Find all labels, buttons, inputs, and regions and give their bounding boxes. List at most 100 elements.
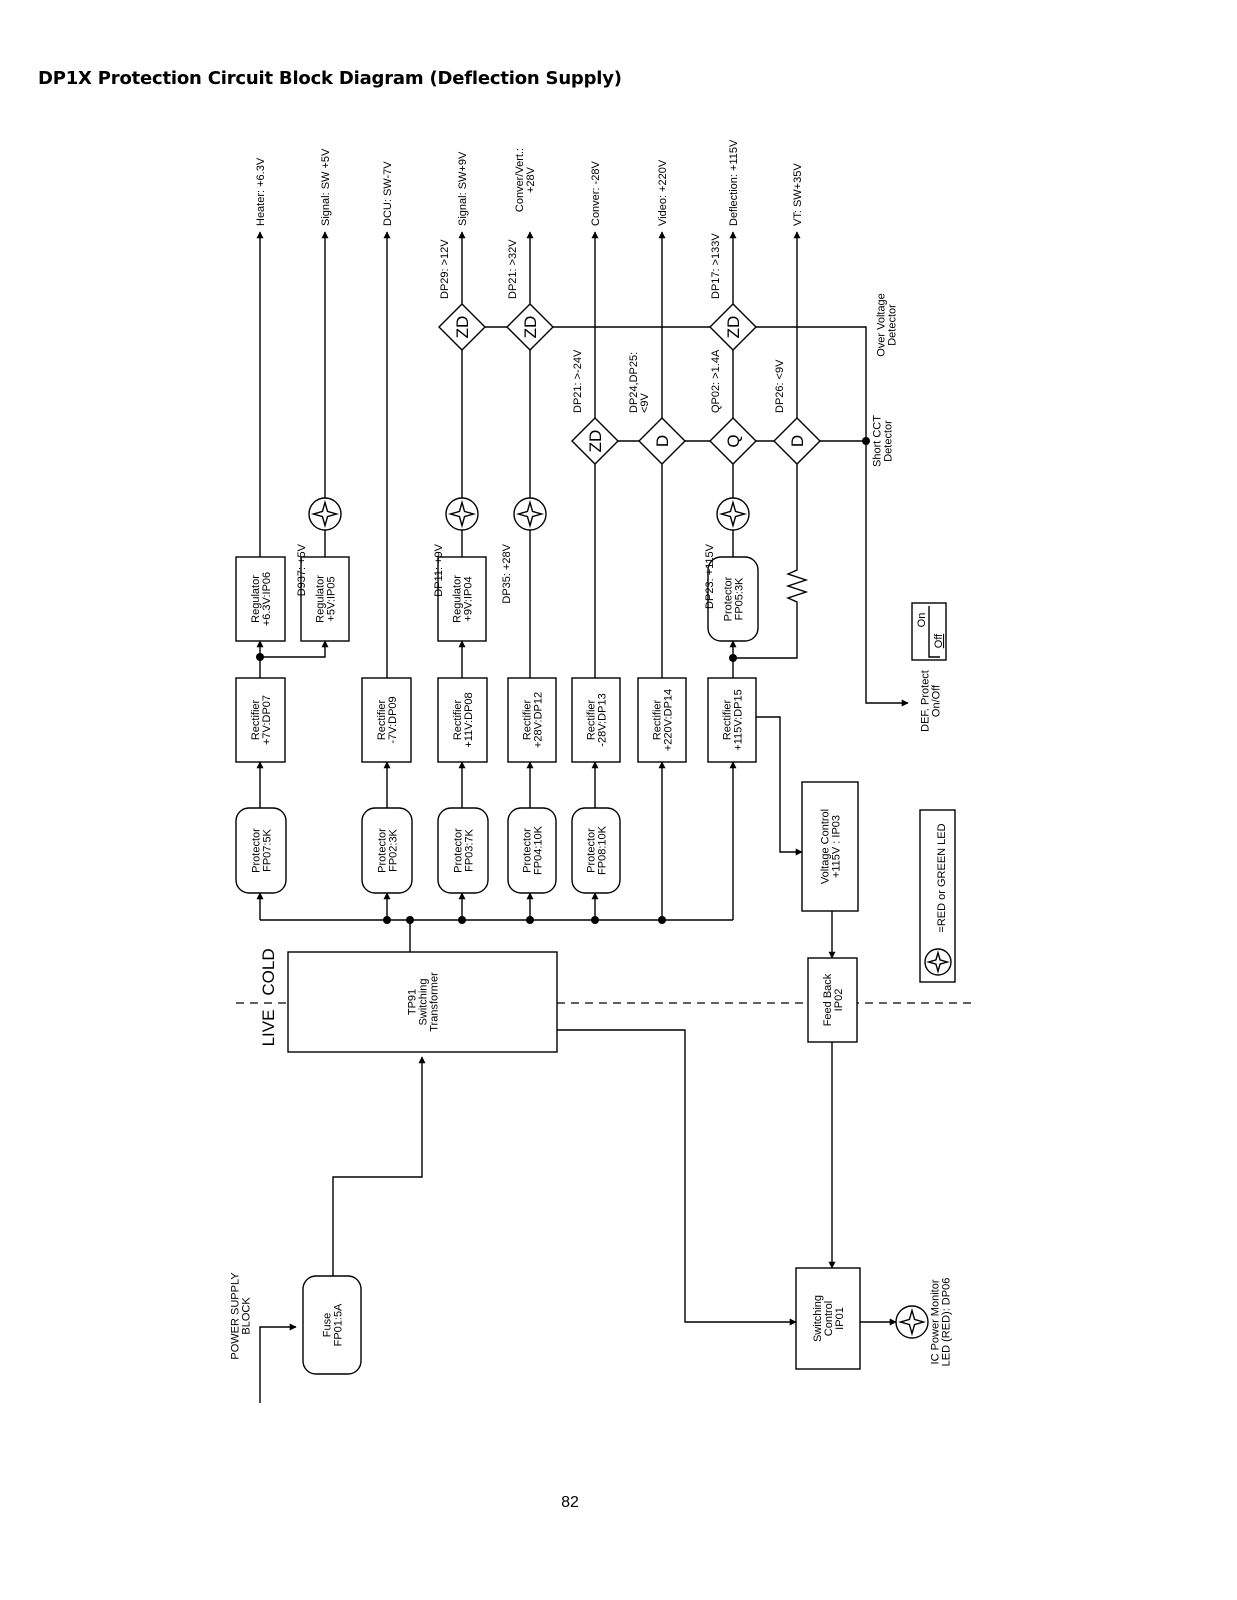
block-rect2-label-line: Rectifier xyxy=(376,699,388,740)
detector-zd4-label: DP21: >-24V xyxy=(572,349,584,413)
block-tf-label-line: TP91 xyxy=(407,989,419,1015)
detector-d2 xyxy=(773,417,821,465)
block-rect3 xyxy=(437,677,488,763)
block-rect5 xyxy=(571,677,621,763)
output-o1-label: Heater: +6.3V xyxy=(255,157,267,226)
detector-q1-label-line: QP02: >1.4A xyxy=(710,349,722,413)
block-prot4-label-line: FP04:10K xyxy=(533,825,545,875)
switch-on-label: On xyxy=(916,613,928,628)
output-o4-label: Signal: SW+9V xyxy=(457,151,469,226)
block-reg3-label-line: Regulator xyxy=(452,575,464,623)
detector-zd1-label: DP29: >12V xyxy=(439,239,451,299)
block-prot2-label-line: FP02:3K xyxy=(388,828,400,871)
block-rect6-label-line: Rectifier xyxy=(652,699,664,740)
block-rect2-label-line: -7V:DP09 xyxy=(387,696,399,743)
output-label-line: Deflection: +115V xyxy=(728,139,740,226)
detector-d1-label-line: DP24,DP25: xyxy=(628,352,640,413)
block-prot5-label-line: Protector xyxy=(586,828,598,873)
wires xyxy=(236,231,972,1403)
resistor xyxy=(785,560,809,620)
output-o3-label: DCU: SW-7V xyxy=(382,161,394,226)
block-reg2-label-line: Regulator xyxy=(315,575,327,623)
detector-d1 xyxy=(638,417,686,465)
output-label-line: Conver/Vert.: xyxy=(514,148,526,212)
block-rect6-label: Rectifier+220V:DP14 xyxy=(652,689,675,751)
led-led1-label-line: D937: +5V xyxy=(296,543,308,596)
detector-d2-label: DP26: <9V xyxy=(774,359,786,413)
detector-d2-symbol: D xyxy=(788,435,807,447)
block-sw-label-line: IP01 xyxy=(834,1307,846,1330)
led-led3-icon-star xyxy=(515,499,545,529)
block-rect4-label-line: +28V:DP12 xyxy=(533,692,545,748)
block-reg1-label-line: +6.3V:IP06 xyxy=(261,572,273,626)
led-led2-icon-star xyxy=(447,499,477,529)
block-vctl-label-line: Voltage Control xyxy=(820,809,832,884)
detector-zd3-label-line: DP17: >133V xyxy=(710,233,722,299)
block-rect4-label-line: Rectifier xyxy=(522,699,534,740)
connector-wire xyxy=(557,1029,797,1326)
legend-label-line: =RED or GREEN LED xyxy=(936,823,948,932)
block-tf-label-line: Transformer xyxy=(429,972,441,1032)
page-title: DP1X Protection Circuit Block Diagram (D… xyxy=(38,68,622,89)
block-prot3-label-line: FP03:7K xyxy=(464,828,476,871)
switch-step xyxy=(928,606,940,658)
power-supply-input xyxy=(259,1323,297,1403)
block-rect6-label-line: +220V:DP14 xyxy=(663,689,675,751)
connector-wire xyxy=(756,716,803,856)
led-led4-label-line: DP23: +115V xyxy=(704,543,716,609)
block-rect5-label-line: -28V:DP13 xyxy=(597,693,609,746)
detector-d1-label-line: <9V xyxy=(639,392,651,413)
led-led3-label: DP35: +28V xyxy=(501,543,513,603)
block-rect1 xyxy=(235,677,286,763)
detector-zd2-label-line: DP21: >32V xyxy=(507,239,519,299)
block-fb-label-line: IP02 xyxy=(833,989,845,1012)
detector-q1-label: QP02: >1.4A xyxy=(710,349,722,413)
detector-zd1 xyxy=(438,303,486,351)
legend-led-icon-star xyxy=(926,950,950,974)
detector-zd3-symbol: ZD xyxy=(724,316,743,339)
block-prot4-label-line: Protector xyxy=(522,828,534,873)
output-label-line: Heater: +6.3V xyxy=(255,157,267,226)
block-prot1-label-line: FP07:5K xyxy=(262,828,274,871)
block-tf xyxy=(287,951,558,1053)
junction-dot xyxy=(406,916,414,924)
over-voltage-detector-label-line: Detector xyxy=(887,304,899,346)
block-sw-label-line: Switching xyxy=(812,1295,824,1342)
output-label-line: +28V xyxy=(525,166,537,193)
block-prot5-label-line: FP08:10K xyxy=(597,825,609,875)
switch-off-label: Off xyxy=(933,633,945,648)
output-label-line: VT: SW+35V xyxy=(792,163,804,226)
block-rect1-label: Rectifier+7V:DP07 xyxy=(250,695,273,745)
detector-zd4-symbol: ZD xyxy=(586,430,605,453)
over-voltage-detector-label-line: Over Voltage xyxy=(876,293,888,357)
led-led3-label-line: DP35: +28V xyxy=(501,543,513,603)
led-led4-label: DP23: +115V xyxy=(704,543,716,609)
over-voltage-line xyxy=(756,326,867,441)
output-label-line: DCU: SW-7V xyxy=(382,161,394,226)
detector-zd2-label: DP21: >32V xyxy=(507,239,519,299)
block-fb xyxy=(807,957,858,1043)
block-rect5-label-line: Rectifier xyxy=(586,699,598,740)
led-led5-icon-star xyxy=(897,1307,927,1337)
output-o7-label: Video: +220V xyxy=(657,159,669,226)
block-rect7-label-line: Rectifier xyxy=(722,699,734,740)
block-rect5-label: Rectifier-28V:DP13 xyxy=(586,693,609,746)
block-prot6-label-line: Protector xyxy=(723,576,735,621)
detector-d1-label: DP24,DP25:<9V xyxy=(628,352,651,413)
led-led4-icon xyxy=(716,497,750,531)
output-label-line: Conver: -28V xyxy=(590,161,602,226)
block-reg2-label: Regulator+5V:IP05 xyxy=(315,575,338,623)
block-tf-label-line: Switching xyxy=(418,978,430,1025)
led-led2-icon xyxy=(445,497,479,531)
block-prot3 xyxy=(437,807,489,894)
block-rect6 xyxy=(637,677,687,763)
output-o2-label: Signal: SW +5V xyxy=(320,148,332,226)
